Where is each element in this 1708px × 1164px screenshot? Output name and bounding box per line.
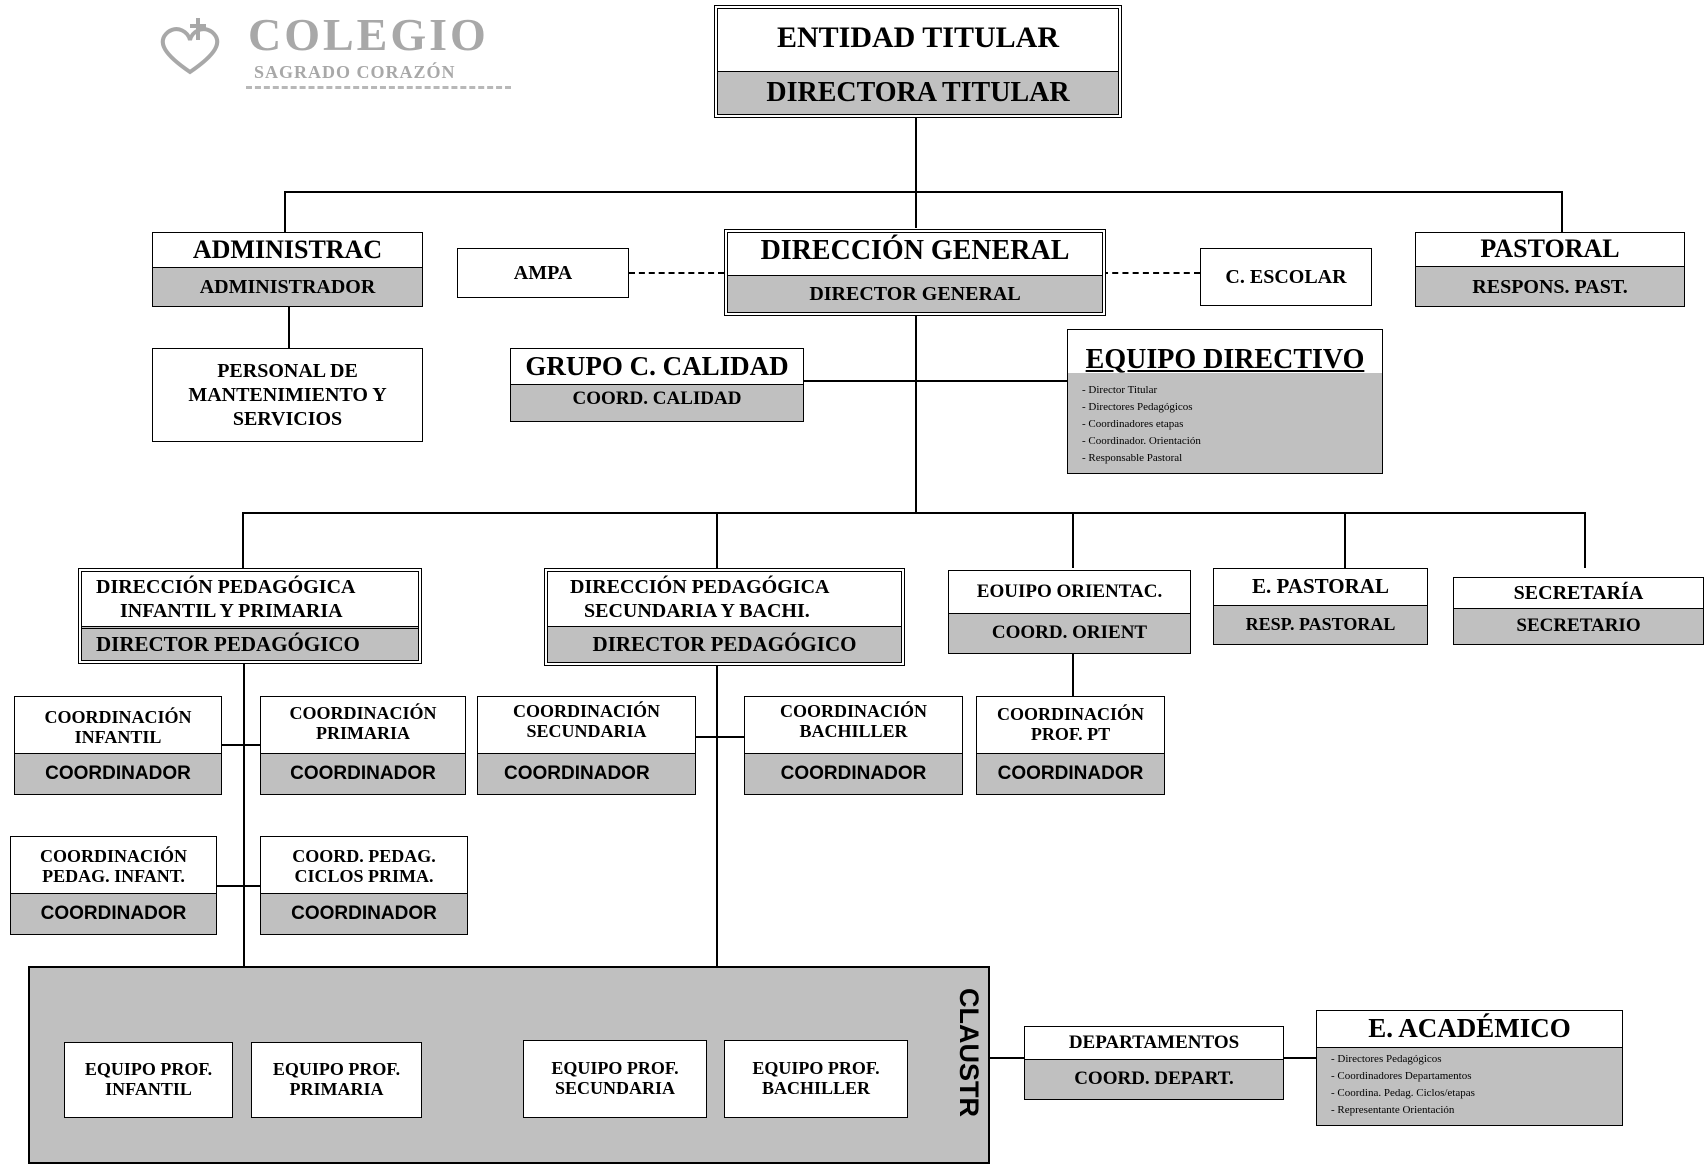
direccion-general-title: DIRECCIÓN GENERAL — [760, 234, 1070, 266]
equipo-prof-primaria-box: EQUIPO PROF. PRIMARIA — [251, 1042, 422, 1118]
equipo-prof-secundaria-box: EQUIPO PROF. SECUNDARIA — [523, 1040, 707, 1118]
coordinacion-bachiller-title: COORDINACIÓN BACHILLER — [779, 701, 927, 741]
list-item: - Coordinadores Departamentos — [1331, 1070, 1472, 1082]
pastoral-box: PASTORAL RESPONS. PAST. — [1415, 232, 1685, 307]
e-academico-box: E. ACADÉMICO - Directores Pedagógicos - … — [1316, 1010, 1623, 1126]
school-logo: COLEGIO SAGRADO CORAZÓN — [150, 9, 530, 90]
list-item: - Directores Pedagógicos — [1331, 1053, 1442, 1065]
e-pastoral-box: E. PASTORAL RESP. PASTORAL — [1213, 568, 1428, 645]
directora-titular-label: DIRECTORA TITULAR — [718, 71, 1118, 114]
coordinador-label: COORDINADOR — [478, 753, 695, 794]
coordinacion-pedag-infant-title: COORDINACIÓN PEDAG. INFANT. — [39, 846, 187, 886]
coordinador-label: COORDINADOR — [977, 753, 1164, 794]
logo-underline — [246, 86, 511, 89]
administrac-title: ADMINISTRAC — [192, 234, 383, 264]
dp-secundaria-title-1: DIRECCIÓN PEDAGÓGICA — [570, 576, 830, 598]
equipo-orientac-box: EOUIPO ORIENTAC. COORD. ORIENT — [948, 570, 1191, 654]
list-item: - Directores Pedagógicos — [1082, 401, 1193, 413]
pastoral-title: PASTORAL — [1480, 234, 1620, 264]
coord-calidad-label: COORD. CALIDAD — [511, 384, 803, 421]
respons-past-label: RESPONS. PAST. — [1416, 266, 1684, 306]
list-item: - Representante Orientación — [1331, 1104, 1455, 1116]
secretaria-title: SECRETARÍA — [1513, 582, 1644, 604]
direccion-general-box: DIRECCIÓN GENERAL DIRECTOR GENERAL — [724, 229, 1106, 316]
list-item: - Director Titular — [1082, 384, 1158, 396]
dp-infantil-title-2: INFANTIL Y PRIMARIA — [120, 600, 343, 622]
coordinador-label: COORDINADOR — [261, 753, 465, 794]
e-pastoral-title: E. PASTORAL — [1252, 574, 1389, 599]
entidad-titular-box: ENTIDAD TITULAR DIRECTORA TITULAR — [714, 5, 1122, 118]
dp-infantil-title-1: DIRECCIÓN PEDAGÓGICA — [96, 576, 356, 598]
equipo-directivo-list-bg — [1068, 373, 1382, 473]
entidad-titular-title: ENTIDAD TITULAR — [776, 20, 1059, 54]
equipo-directivo-list: - Director Titular - Directores Pedagógi… — [1082, 382, 1372, 467]
coordinador-label: COORDINADOR — [745, 753, 962, 794]
coordinador-label: COORDINADOR — [15, 753, 221, 794]
departamentos-box: DEPARTAMENTOS COORD. DEPART. — [1024, 1026, 1284, 1100]
equipo-prof-bachiller-label: EQUIPO PROF. BACHILLER — [752, 1058, 880, 1098]
equipo-prof-primaria-label: EQUIPO PROF. PRIMARIA — [272, 1059, 401, 1099]
heart-cross-icon — [160, 18, 220, 75]
director-pedagogico-secundaria-label: DIRECTOR PEDAGÓGICO — [548, 626, 901, 662]
coord-ciclos-prima-title: COORD. PEDAG. CICLOS PRIMA. — [292, 846, 436, 886]
equipo-prof-infantil-label: EQUIPO PROF. INFANTIL — [84, 1059, 213, 1099]
coordinacion-secundaria-title: COORDINACIÓN SECUNDARIA — [512, 701, 660, 741]
coordinacion-bachiller-box: COORDINACIÓN BACHILLER COORDINADOR — [744, 696, 963, 795]
e-academico-title: E. ACADÉMICO — [1368, 1013, 1571, 1044]
coordinacion-secundaria-box: COORDINACIÓN SECUNDARIA COORDINADOR — [477, 696, 696, 795]
departamentos-title: DEPARTAMENTOS — [1068, 1031, 1240, 1053]
list-item: - Coordina. Pedag. Ciclos/etapas — [1331, 1087, 1475, 1099]
grupo-calidad-box: GRUPO C. CALIDAD COORD. CALIDAD — [510, 348, 804, 422]
claustro-label: CLAUSTR — [954, 988, 984, 1117]
director-general-label: DIRECTOR GENERAL — [728, 275, 1102, 312]
coordinacion-primaria-box: COORDINACIÓN PRIMARIA COORDINADOR — [260, 696, 466, 795]
coordinacion-prof-pt-box: COORDINACIÓN PROF. PT COORDINADOR — [976, 696, 1165, 795]
coordinacion-infantil-box: COORDINACIÓN INFANTIL COORDINADOR — [14, 696, 222, 795]
direccion-pedagogica-infantil-box: DIRECCIÓN PEDAGÓGICA INFANTIL Y PRIMARIA… — [78, 568, 422, 664]
c-escolar-box: C. ESCOLAR — [1200, 248, 1372, 306]
coordinacion-primaria-title: COORDINACIÓN PRIMARIA — [289, 703, 437, 743]
administrador-label: ADMINISTRADOR — [153, 267, 422, 306]
ampa-label: AMPA — [513, 262, 573, 284]
coord-depart-label: COORD. DEPART. — [1025, 1059, 1283, 1099]
equipo-prof-infantil-box: EQUIPO PROF. INFANTIL — [64, 1042, 233, 1118]
equipo-orientac-title: EOUIPO ORIENTAC. — [976, 580, 1163, 602]
coordinador-label: COORDINADOR — [261, 893, 467, 934]
ampa-box: AMPA — [457, 248, 629, 298]
dp-secundaria-title-2: SECUNDARIA Y BACHI. — [584, 600, 810, 622]
c-escolar-label: C. ESCOLAR — [1225, 266, 1347, 288]
equipo-prof-secundaria-label: EQUIPO PROF. SECUNDARIA — [551, 1058, 679, 1098]
list-item: - Coordinadores etapas — [1082, 418, 1184, 430]
equipo-prof-bachiller-box: EQUIPO PROF. BACHILLER — [724, 1040, 908, 1118]
director-pedagogico-infantil-label: DIRECTOR PEDAGÓGICO — [82, 626, 418, 660]
list-item: - Coordinador. Orientación — [1082, 435, 1201, 447]
e-academico-list: - Directores Pedagógicos - Coordinadores… — [1331, 1051, 1621, 1119]
equipo-directivo-title: EQUIPO DIRECTIVO — [1085, 343, 1365, 375]
resp-pastoral-label: RESP. PASTORAL — [1214, 605, 1427, 644]
equipo-directivo-box: EQUIPO DIRECTIVO - Director Titular - Di… — [1067, 329, 1383, 474]
list-item: - Responsable Pastoral — [1082, 452, 1183, 464]
logo-subtitle: SAGRADO CORAZÓN — [254, 62, 456, 82]
personal-mantenimiento-label: PERSONAL DE MANTENIMIENTO Y SERVICIOS — [188, 360, 387, 430]
administrac-box: ADMINISTRAC ADMINISTRADOR — [152, 232, 423, 307]
grupo-calidad-title: GRUPO C. CALIDAD — [525, 350, 789, 381]
personal-mantenimiento-box: PERSONAL DE MANTENIMIENTO Y SERVICIOS — [152, 348, 423, 442]
logo-title: COLEGIO — [248, 9, 489, 60]
coord-orient-label: COORD. ORIENT — [949, 613, 1190, 653]
coordinacion-pedag-infant-box: COORDINACIÓN PEDAG. INFANT. COORDINADOR — [10, 836, 217, 935]
coord-ciclos-prima-box: COORD. PEDAG. CICLOS PRIMA. COORDINADOR — [260, 836, 468, 935]
coordinador-label: COORDINADOR — [11, 893, 216, 934]
secretaria-box: SECRETARÍA SECRETARIO — [1453, 577, 1704, 645]
coordinacion-prof-pt-title: COORDINACIÓN PROF. PT — [996, 704, 1144, 744]
secretario-label: SECRETARIO — [1454, 608, 1703, 644]
coordinacion-infantil-title: COORDINACIÓN INFANTIL — [44, 707, 192, 747]
e-academico-list-bg — [1317, 1047, 1622, 1125]
direccion-pedagogica-secundaria-box: DIRECCIÓN PEDAGÓGICA SECUNDARIA Y BACHI.… — [544, 568, 905, 666]
